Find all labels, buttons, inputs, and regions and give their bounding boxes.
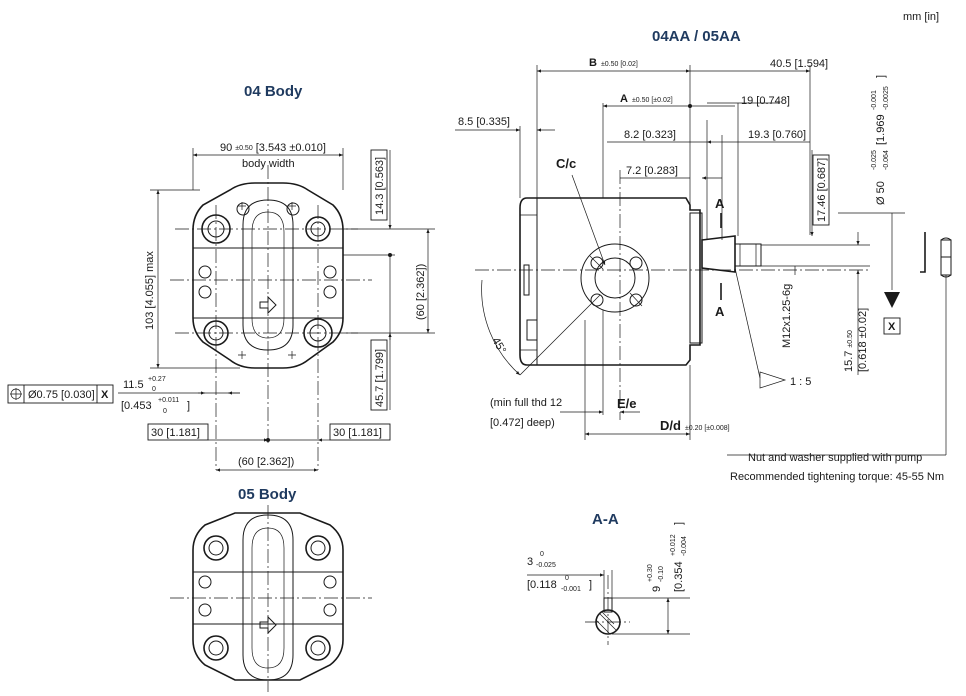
- body-04-title: 04 Body: [244, 83, 303, 100]
- dim-7-2: 7.2 [0.283]: [626, 165, 678, 177]
- note-torque: Recommended tightening torque: 45-55 Nm: [730, 471, 944, 483]
- angle-label: 45°: [489, 336, 508, 356]
- hole-spacing-v-dim: (60 [2.362]): [415, 264, 427, 320]
- bottom-offset-dim: 45.7 [1.799]: [374, 349, 386, 407]
- dim-15-7: 15.7±0.50: [843, 330, 855, 372]
- port-face: [580, 243, 650, 313]
- angle-arc: [481, 279, 521, 376]
- section-a-bottom: A: [715, 304, 725, 319]
- dim-b: B±0.50 [0.02]: [589, 57, 638, 69]
- dim-8-2: 8.2 [0.323]: [624, 129, 676, 141]
- thread-end: [734, 243, 762, 267]
- svg-text:+0.27: +0.27: [148, 376, 166, 383]
- body-04-port-pocket: [242, 199, 294, 351]
- thread-note-2: [0.472] deep): [490, 417, 555, 429]
- top-offset-dim: 14.3 [0.563]: [374, 157, 386, 215]
- svg-text:-0.004: -0.004: [681, 536, 688, 556]
- side-view-title: 04AA / 05AA: [652, 28, 741, 45]
- svg-text:+0.011: +0.011: [158, 397, 179, 404]
- thread-note-1: (min full thd 12: [490, 397, 562, 409]
- body-width-dim: 90±0.50[3.543 ±0.010]: [220, 142, 326, 154]
- thread-label: M12x1.25-6g: [781, 284, 793, 348]
- svg-text:]: ]: [589, 579, 592, 591]
- svg-text:0: 0: [565, 575, 569, 582]
- body-width-label: body width: [242, 158, 295, 170]
- shaft-dia: Ø 50: [875, 181, 887, 205]
- svg-text:-0.001: -0.001: [871, 90, 878, 110]
- position-tolerance-frame: Ø0.75 [0.030] X: [7, 384, 114, 404]
- label-cc: C/c: [556, 156, 576, 171]
- section-aa-view: A-A 3 0 -0.025 [0.118 0 -0.001 ] 9 +0.30…: [527, 511, 690, 645]
- svg-text:0: 0: [152, 386, 156, 393]
- svg-text:0: 0: [163, 408, 167, 415]
- svg-text:+0.012: +0.012: [670, 534, 677, 556]
- note-nut: Nut and washer supplied with pump: [748, 452, 922, 464]
- nut-icon: [940, 237, 952, 278]
- dim-8-5: 8.5 [0.335]: [458, 116, 510, 128]
- dim-19-3: 19.3 [0.760]: [748, 129, 806, 141]
- body-04-holes: [198, 202, 337, 348]
- side-datum-x: X: [888, 321, 896, 333]
- right-offset-dim: 30 [1.181]: [333, 427, 382, 439]
- taper-label: 1 : 5: [790, 376, 811, 388]
- svg-text:[1.969: [1.969: [875, 114, 887, 145]
- svg-text:-0.025: -0.025: [536, 562, 556, 569]
- dim-a: A±0.50 [±0.02]: [620, 93, 673, 105]
- key-width: 3: [527, 556, 533, 568]
- body-04-port-inner: [251, 211, 285, 339]
- svg-text:-0.10: -0.10: [658, 566, 665, 582]
- svg-text:[0.453: [0.453: [121, 400, 152, 412]
- dim-d: D/d±0.20 [±0.008]: [660, 418, 730, 433]
- height-max-dim: 103 [4.055] max: [144, 251, 156, 330]
- svg-text:[0.618 ±0.02]: [0.618 ±0.02]: [857, 308, 869, 372]
- svg-text:-0.001: -0.001: [561, 586, 581, 593]
- svg-text:Ø0.75 [0.030]: Ø0.75 [0.030]: [28, 389, 95, 401]
- taper-icon: [759, 371, 787, 389]
- svg-text:-0.025: -0.025: [871, 150, 878, 170]
- body-05-view: 05 Body: [170, 486, 372, 692]
- dim-40-5: 40.5 [1.594]: [770, 58, 828, 70]
- body-04-plus-marks: [238, 202, 296, 359]
- svg-text:]: ]: [875, 75, 887, 78]
- hole-spacing-h-dim: (60 [2.362]): [238, 456, 294, 468]
- dim-17-46: 17.46 [0.687]: [816, 158, 828, 222]
- svg-text:X: X: [101, 389, 109, 401]
- svg-text:+0.30: +0.30: [647, 564, 654, 582]
- side-view: 04AA / 05AA 45° B±0.50 [0.02: [455, 28, 952, 483]
- svg-text:]: ]: [673, 522, 685, 525]
- units-label: mm [in]: [903, 11, 939, 23]
- svg-text:[0.354: [0.354: [673, 561, 685, 592]
- dim-19: 19 [0.748]: [741, 95, 790, 107]
- left-offset-dim: 30 [1.181]: [151, 427, 200, 439]
- section-a-top: A: [715, 196, 725, 211]
- side-port: [523, 264, 530, 296]
- key-height: 9: [651, 586, 663, 592]
- svg-text:-0.064: -0.064: [883, 150, 890, 170]
- side-body-outline: [519, 197, 701, 366]
- shaft: [701, 235, 736, 273]
- hole-dia-dim: 11.5: [123, 379, 144, 391]
- body-05-holes: [198, 535, 337, 661]
- body-04-view: 04 Body: [7, 83, 435, 472]
- label-ee: E/e: [617, 396, 637, 411]
- body-05-outline: [192, 512, 344, 681]
- svg-text:0: 0: [540, 551, 544, 558]
- section-aa-title: A-A: [592, 511, 619, 528]
- svg-text:[0.118: [0.118: [527, 579, 557, 591]
- svg-text:-0.0025: -0.0025: [883, 86, 890, 110]
- body-05-title: 05 Body: [238, 486, 297, 503]
- svg-text:]: ]: [187, 400, 190, 412]
- washer-icon: [920, 232, 926, 273]
